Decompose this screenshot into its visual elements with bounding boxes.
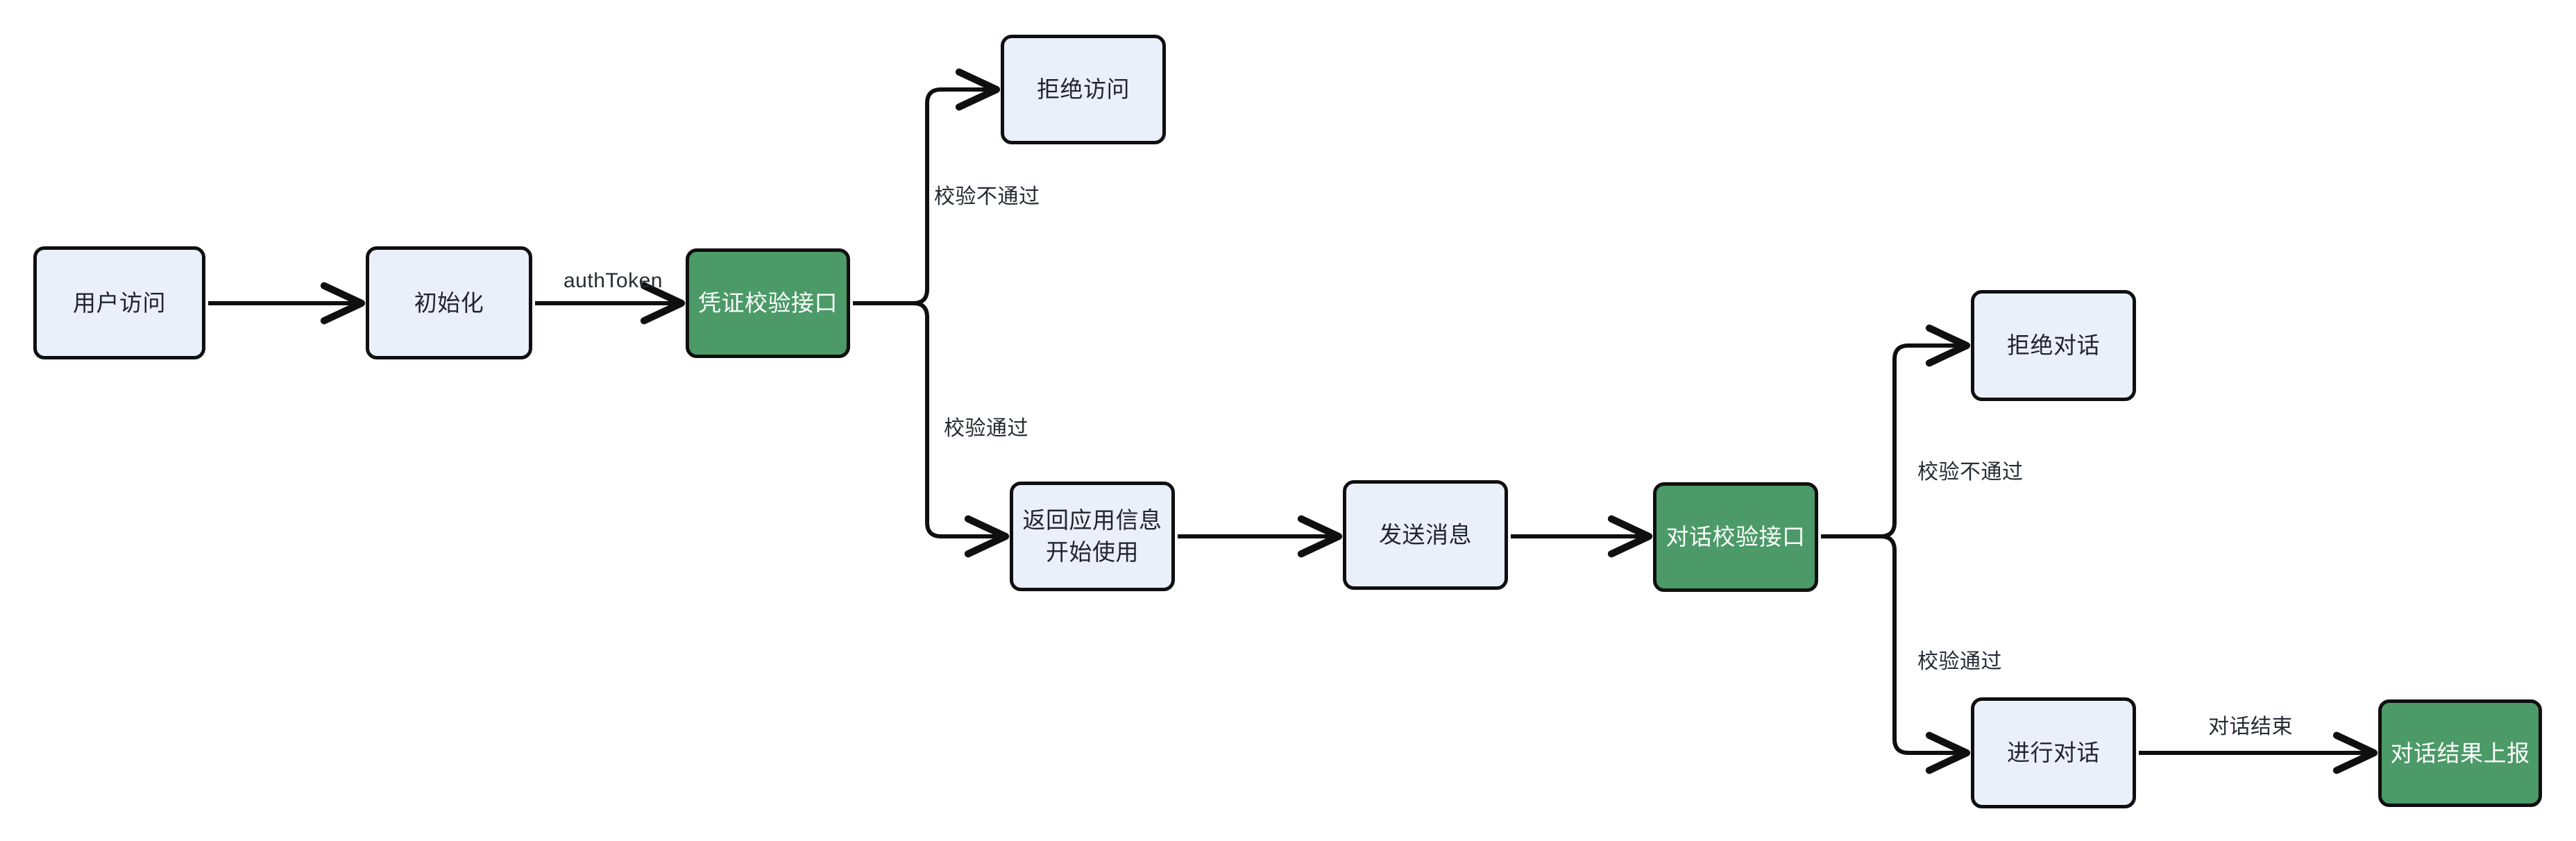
node-return-app-info[interactable]: 返回应用信息 开始使用 — [1010, 482, 1175, 591]
edge-credential-verify-to-deny-access — [913, 68, 1001, 305]
node-label: 对话校验接口 — [1666, 524, 1806, 550]
node-label: 发送消息 — [1379, 522, 1472, 548]
edge-label-dialog-pass: 校验通过 — [1917, 650, 2002, 673]
node-label: 对话结果上报 — [2390, 740, 2530, 766]
node-label: 返回应用信息 开始使用 — [1022, 507, 1162, 565]
node-initialize[interactable]: 初始化 — [366, 246, 532, 359]
node-report-result[interactable]: 对话结果上报 — [2378, 699, 2542, 807]
node-deny-access[interactable]: 拒绝访问 — [1001, 35, 1166, 144]
node-send-message[interactable]: 发送消息 — [1343, 480, 1508, 590]
node-label: 拒绝对话 — [2007, 332, 2100, 359]
node-label: 进行对话 — [2007, 740, 2100, 766]
node-deny-dialog[interactable]: 拒绝对话 — [1971, 290, 2136, 401]
edge-dialog-verify-to-do-dialog — [1880, 534, 1971, 774]
edge-label-credential-fail: 校验不通过 — [934, 185, 1040, 208]
edge-dialog-verify-to-deny-dialog — [1880, 324, 1971, 538]
edge-label-credential-pass: 校验通过 — [944, 417, 1028, 440]
node-label: 初始化 — [414, 289, 484, 316]
node-label: 拒绝访问 — [1037, 76, 1130, 103]
edge-credential-verify-to-return-app-info — [913, 301, 1010, 558]
edge-label-dialog-end: 对话结束 — [2208, 715, 2293, 738]
node-dialog-verify[interactable]: 对话校验接口 — [1653, 482, 1818, 592]
node-credential-verify[interactable]: 凭证校验接口 — [686, 248, 850, 358]
node-do-dialog[interactable]: 进行对话 — [1971, 697, 2136, 808]
node-user-access[interactable]: 用户访问 — [33, 246, 205, 359]
edge-label-dialog-fail: 校验不通过 — [1917, 461, 2024, 484]
node-label: 凭证校验接口 — [698, 290, 838, 316]
edge-label-auth-token: authToken — [564, 269, 663, 292]
node-label: 用户访问 — [73, 289, 166, 316]
